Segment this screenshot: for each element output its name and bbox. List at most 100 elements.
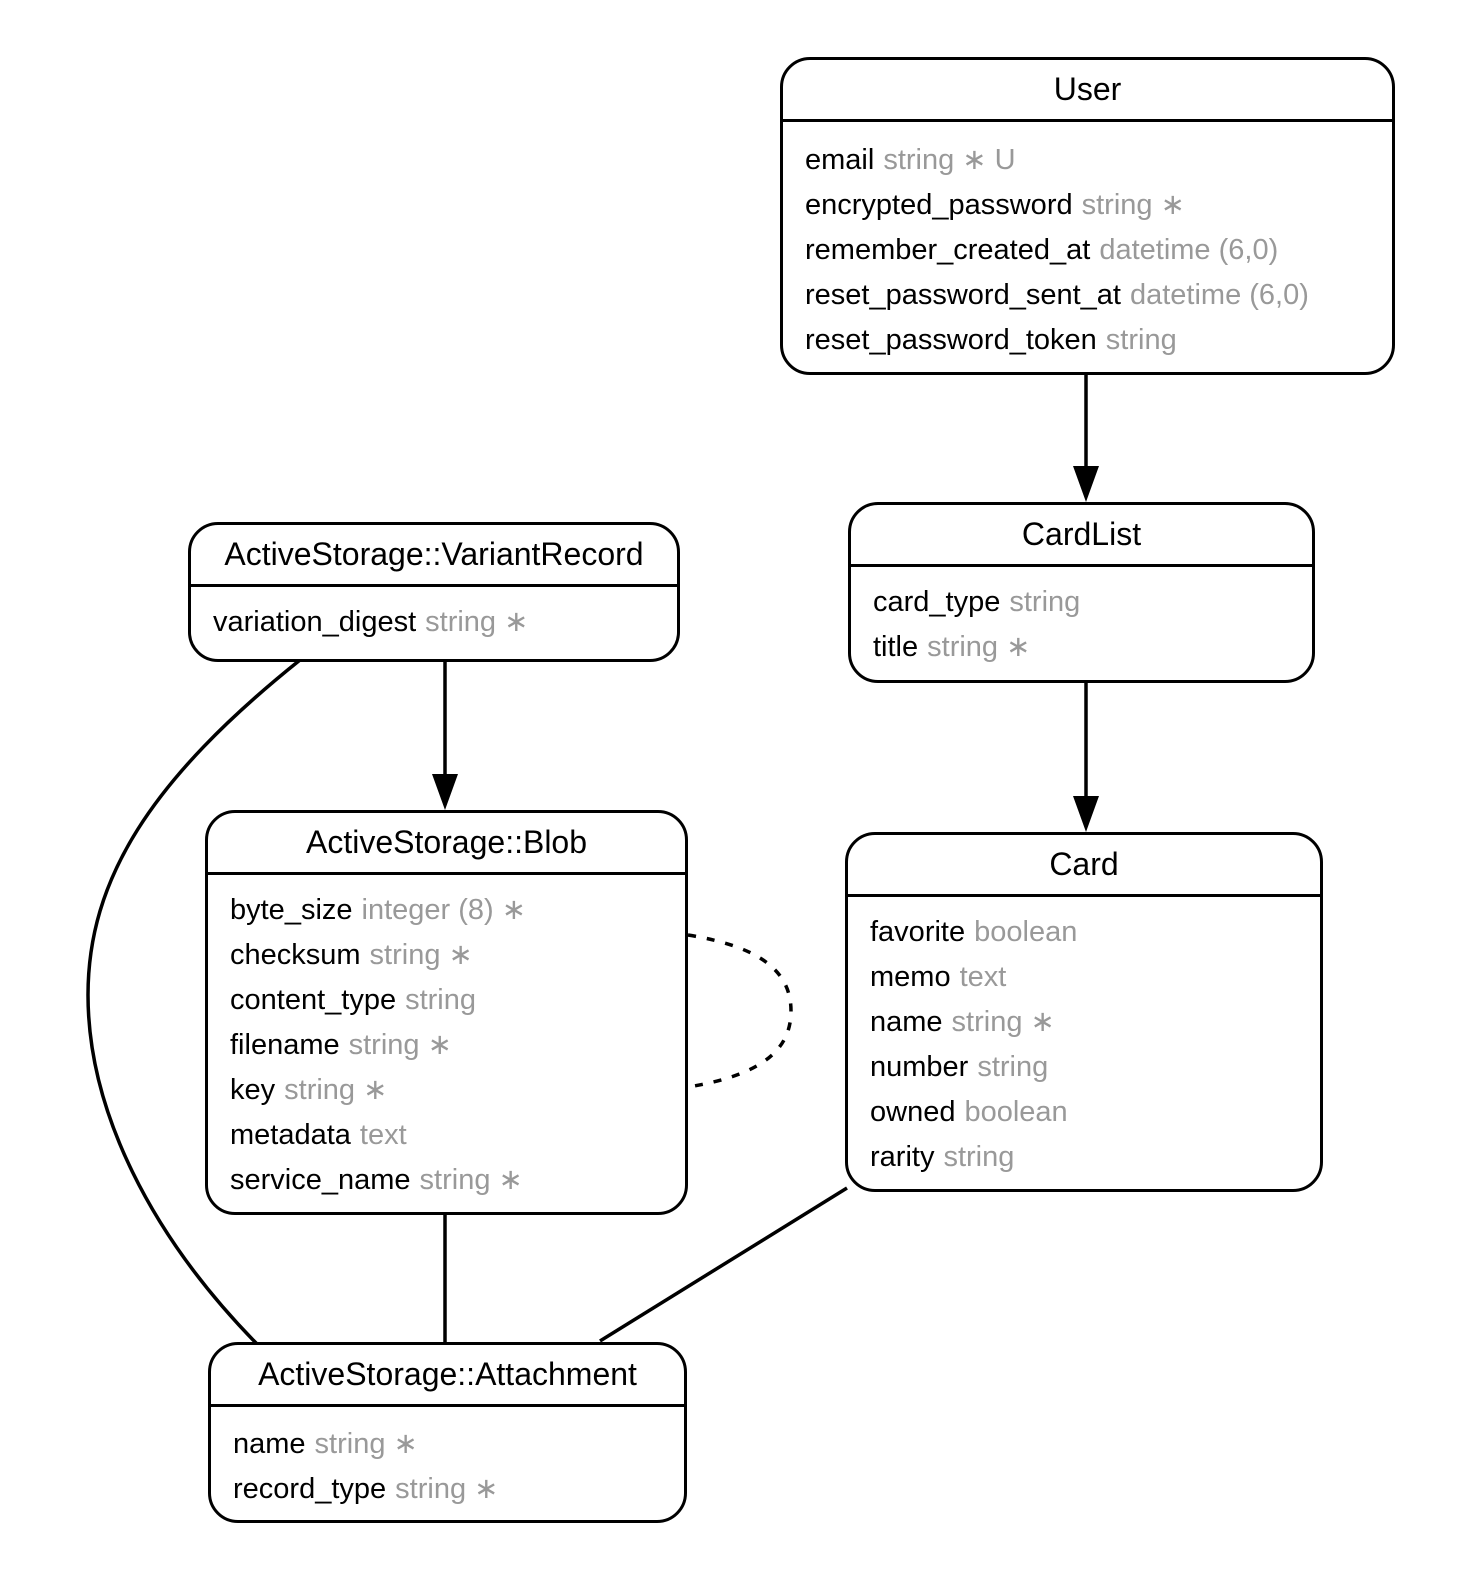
field-name: number	[870, 1051, 969, 1083]
entity-variant-record-title: ActiveStorage::VariantRecord	[191, 525, 677, 587]
field-name: byte_size	[230, 894, 353, 926]
field-type: string ∗ U	[883, 144, 1016, 176]
arrowhead-user-cardlist	[1073, 466, 1099, 502]
field-type: string ∗	[369, 939, 473, 971]
field-name: record_type	[233, 1473, 387, 1505]
field-name: filename	[230, 1029, 340, 1061]
field-name: service_name	[230, 1164, 411, 1196]
edge-card-attachment	[599, 1186, 848, 1343]
field-name: reset_password_token	[805, 324, 1097, 356]
field-type: datetime (6,0)	[1099, 234, 1279, 266]
edge-variantrecord-attachment-curve	[86, 658, 302, 1346]
field-type: string ∗	[284, 1074, 388, 1106]
field-name: checksum	[230, 939, 361, 971]
field-type: string	[1105, 324, 1177, 356]
field-type: string	[943, 1141, 1015, 1173]
field-type: string ∗	[951, 1006, 1055, 1038]
field-name: owned	[870, 1096, 956, 1128]
field-name: email	[805, 144, 875, 176]
entity-blob-title: ActiveStorage::Blob	[208, 813, 685, 875]
field-type: string ∗	[927, 631, 1031, 663]
entity-title-text: CardList	[1021, 516, 1142, 552]
field-name: title	[873, 631, 919, 663]
field-type: string ∗	[419, 1164, 523, 1196]
field-type: datetime (6,0)	[1129, 279, 1309, 311]
field-name: name	[870, 1006, 943, 1038]
field-name: favorite	[870, 916, 966, 948]
field-name: memo	[870, 961, 951, 993]
field-name: rarity	[870, 1141, 935, 1173]
field-name: remember_created_at	[805, 234, 1091, 266]
entity-title-text: ActiveStorage::Attachment	[258, 1356, 637, 1392]
field-type: boolean	[964, 1096, 1068, 1128]
entity-title-text: ActiveStorage::Blob	[305, 824, 588, 860]
entity-attachment-title: ActiveStorage::Attachment	[211, 1345, 684, 1407]
field-name: variation_digest	[213, 606, 417, 638]
entity-title-text: Card	[1049, 846, 1119, 882]
entity-title-text: ActiveStorage::VariantRecord	[224, 536, 644, 572]
field-type: string ∗	[348, 1029, 452, 1061]
entity-cardlist-title: CardList	[851, 505, 1312, 567]
field-name: card_type	[873, 586, 1001, 618]
arrowhead-cardlist-card	[1073, 796, 1099, 832]
field-type: string	[977, 1051, 1049, 1083]
field-type: boolean	[974, 916, 1078, 948]
entity-card-title: Card	[848, 835, 1320, 897]
field-type: text	[359, 1119, 407, 1151]
arrowhead-variantrecord-blob	[432, 774, 458, 810]
entity-title-text: User	[1053, 71, 1122, 107]
field-name: metadata	[230, 1119, 351, 1151]
field-name: reset_password_sent_at	[805, 279, 1121, 311]
field-type: integer (8) ∗	[361, 894, 527, 926]
field-type: text	[959, 961, 1007, 993]
field-type: string	[405, 984, 476, 1016]
field-type: string ∗	[314, 1428, 418, 1460]
field-type: string	[1009, 586, 1081, 618]
field-name: encrypted_password	[805, 189, 1073, 221]
field-name: key	[230, 1074, 276, 1106]
field-type: string ∗	[395, 1473, 499, 1505]
field-type: string ∗	[1081, 189, 1185, 221]
field-name: content_type	[230, 984, 397, 1016]
field-name: name	[233, 1428, 306, 1460]
field-type: string ∗	[425, 606, 529, 638]
entity-user-title: User	[783, 60, 1392, 122]
edge-blob-self-loop-dashed	[687, 933, 793, 1089]
entity-variant-record: ActiveStorage::VariantRecord variation_d…	[188, 522, 680, 662]
